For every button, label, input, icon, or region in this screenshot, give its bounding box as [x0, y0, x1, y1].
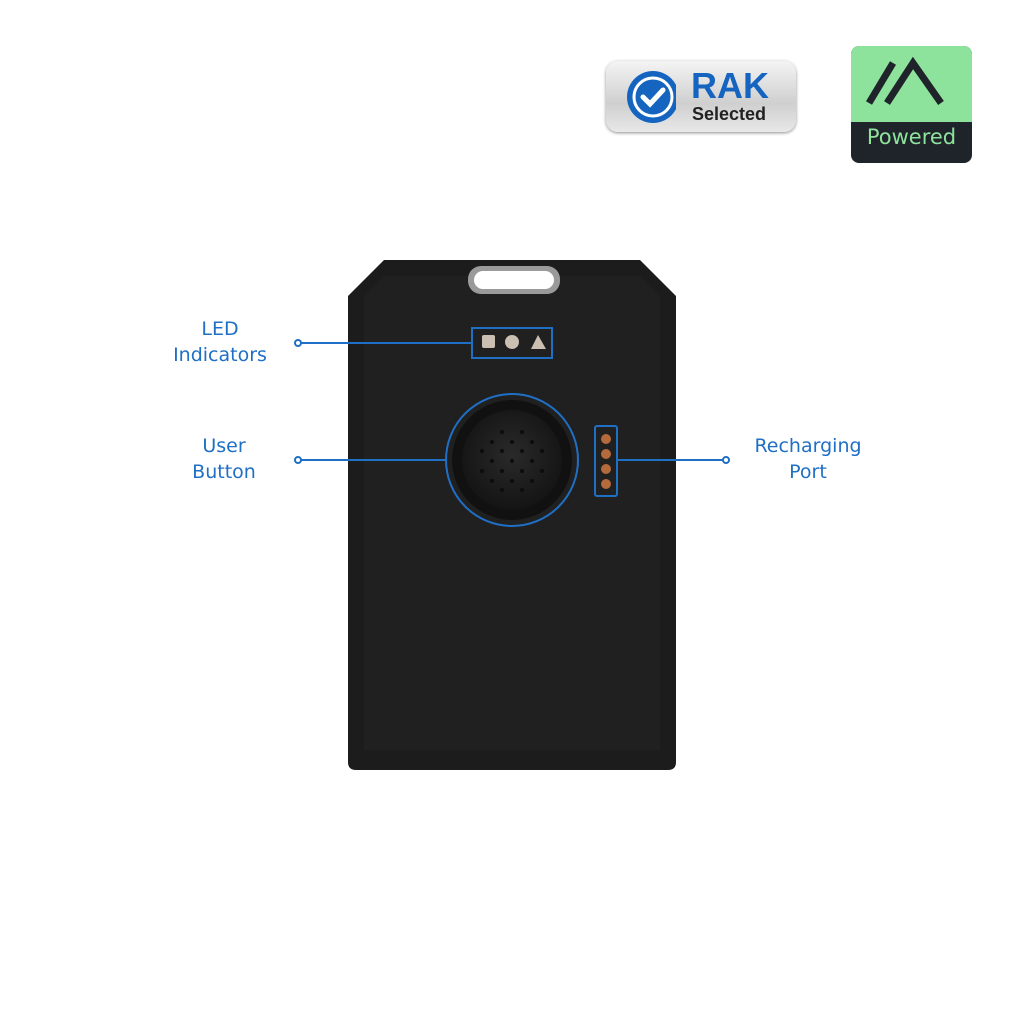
- powered-logo-icon: [865, 56, 944, 106]
- led-circle-icon: [505, 335, 519, 349]
- led-indicators: [471, 327, 553, 359]
- user-button-label: User Button: [192, 435, 256, 483]
- rak-subtitle: Selected: [692, 104, 767, 124]
- user-button[interactable]: [445, 393, 579, 527]
- led-indicators-label: LED Indicators: [173, 318, 267, 366]
- led-square-icon: [482, 335, 495, 348]
- recharging-port-label: Recharging Port: [754, 435, 862, 483]
- callout-lines: [294, 339, 730, 464]
- powered-badge: Powered: [851, 46, 972, 163]
- powered-label: Powered: [866, 125, 957, 149]
- check-seal-icon: [627, 71, 676, 123]
- rak-title: RAK: [691, 65, 769, 106]
- led-triangle-icon: [531, 335, 546, 349]
- rak-selected-badge: RAK Selected: [606, 61, 796, 132]
